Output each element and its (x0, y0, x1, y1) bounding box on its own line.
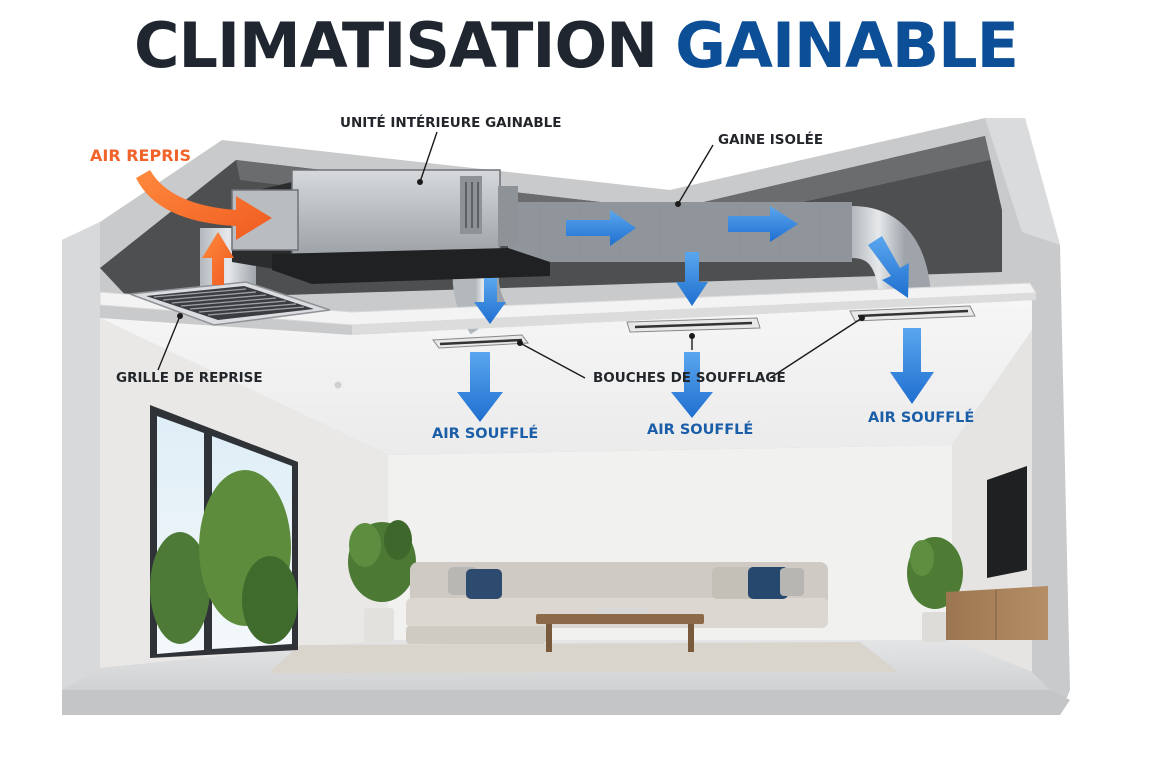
label-air-repris: AIR REPRIS (90, 146, 191, 165)
tv (987, 466, 1027, 578)
duct-arrow-2 (728, 206, 798, 242)
wall-right-outer (985, 118, 1060, 245)
ceiling-spot (334, 381, 342, 389)
label-air-souffle-2: AIR SOUFFLÉ (647, 422, 754, 438)
plant-left (348, 520, 416, 642)
supply-vent-1 (432, 334, 529, 349)
sofa (406, 562, 828, 644)
leader-dots (177, 179, 865, 346)
air-repris-curved-arrow (136, 170, 272, 240)
room-arrow-3 (890, 328, 934, 404)
sideboard (946, 586, 1048, 640)
plant-right (907, 537, 963, 642)
room-interior (62, 300, 1070, 715)
supply-vent-2 (626, 317, 761, 333)
supply-vent-3 (849, 305, 976, 322)
label-air-souffle-3: AIR SOUFFLÉ (868, 410, 975, 426)
room-arrow-1 (457, 352, 503, 422)
return-airflow-arrows (136, 170, 272, 285)
leader-lines (157, 131, 863, 379)
patio-window (150, 405, 298, 658)
false-ceiling (99, 282, 1037, 335)
wall-left-outer (62, 222, 100, 715)
title-word-gainable: GAINABLE (675, 9, 1019, 82)
return-grille (129, 281, 331, 326)
duct-arrow-1 (566, 210, 636, 246)
title-word-climatisation: CLIMATISATION (133, 9, 658, 82)
duct-arrow-4 (676, 252, 708, 306)
duct-arrow-3 (868, 236, 909, 298)
duct-arrow-5 (474, 278, 506, 324)
ceiling (100, 300, 1032, 455)
ducted-indoor-unit (231, 169, 550, 284)
label-air-souffle-1: AIR SOUFFLÉ (432, 426, 539, 442)
label-bouches-soufflage: BOUCHES DE SOUFFLAGE (593, 370, 786, 386)
room-arrow-2 (671, 352, 713, 418)
coffee-table (536, 608, 704, 652)
supply-airflow-arrows (457, 206, 934, 422)
label-gaine-isolee: GAINE ISOLÉE (718, 132, 824, 148)
air-repris-up-arrow (202, 232, 234, 285)
label-grille-reprise: GRILLE DE REPRISE (116, 370, 263, 386)
rug (268, 642, 898, 673)
label-unite-interieure: UNITÉ INTÉRIEURE GAINABLE (340, 115, 562, 131)
floor-slab-edge (62, 690, 1070, 715)
